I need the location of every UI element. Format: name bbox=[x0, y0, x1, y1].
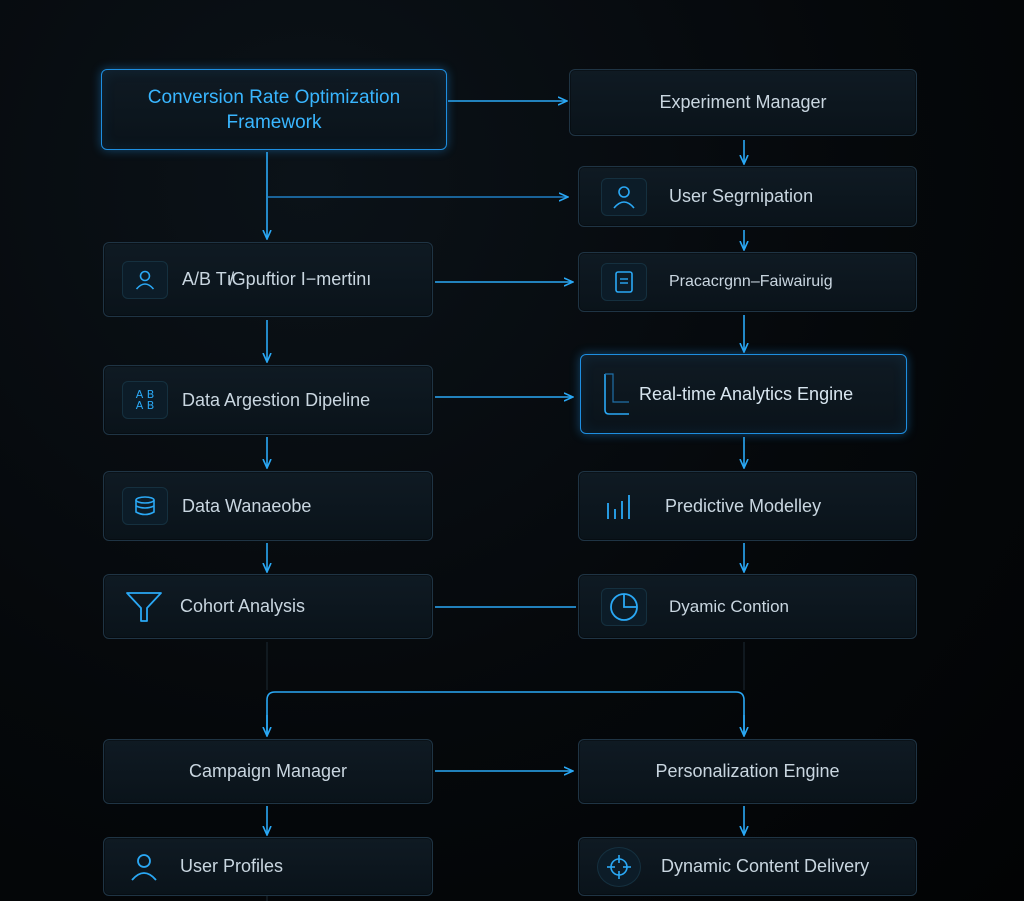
node-cohort-analysis[interactable]: Cohort Analysis bbox=[103, 574, 433, 639]
node-ab-testing-label: A/B Tı̸Gpuftior I−mertinı bbox=[182, 269, 372, 289]
node-data-warehouse[interactable]: Data Wanaeobe bbox=[103, 471, 433, 541]
node-realtime-analytics[interactable]: Real-time Analytics Engine bbox=[580, 354, 907, 434]
node-crof-framework[interactable]: Conversion Rate Optimization Framework bbox=[101, 69, 447, 150]
target-icon bbox=[597, 846, 641, 887]
node-data-warehouse-label: Data Wanaeobe bbox=[182, 495, 312, 516]
user-icon bbox=[122, 260, 168, 299]
ab-icon-top: A B bbox=[135, 388, 155, 401]
node-segmentation-label: User Segrnipation bbox=[669, 186, 814, 206]
node-experiment-manager[interactable]: Experiment Manager bbox=[569, 69, 917, 136]
document-icon bbox=[601, 263, 647, 301]
bar-chart-icon bbox=[597, 488, 641, 524]
node-user-profiles-label: User Profiles bbox=[180, 856, 284, 876]
person-icon bbox=[122, 849, 166, 885]
node-personalization-engine[interactable]: Personalization Engine bbox=[578, 739, 917, 804]
database-icon bbox=[122, 487, 168, 525]
node-user-profiles[interactable]: User Profiles bbox=[103, 837, 433, 896]
node-modelley-label: Predictive Modelley bbox=[665, 495, 822, 516]
node-data-ingestion-label: Data Argestion Dipeline bbox=[182, 389, 371, 410]
node-dynamic-contion[interactable]: Dyamic Contion bbox=[578, 574, 917, 639]
node-cohort-label: Cohort Analysis bbox=[180, 596, 306, 616]
ab-icon-bottom: A B bbox=[135, 399, 155, 412]
node-dynamic-contion-label: Dyamic Contion bbox=[669, 596, 789, 616]
node-campaign-label: Campaign Manager bbox=[188, 761, 348, 781]
node-realtime-label: Real-time Analytics Engine bbox=[639, 383, 854, 404]
bracket-connector bbox=[266, 691, 745, 733]
node-experiment-label: Experiment Manager bbox=[659, 92, 827, 112]
chart-frame-icon bbox=[595, 373, 635, 415]
node-predictive-engine[interactable]: Pracacrgnn–Faiwairuig bbox=[578, 252, 917, 312]
node-ab-testing[interactable]: A/B Tı̸Gpuftior I−mertinı bbox=[103, 242, 433, 317]
user-icon bbox=[601, 177, 647, 216]
node-dynamic-delivery-label: Dynamic Content Delivery bbox=[661, 856, 870, 876]
funnel-icon bbox=[122, 589, 166, 625]
node-campaign-manager[interactable]: Campaign Manager bbox=[103, 739, 433, 804]
pie-chart-icon bbox=[601, 587, 647, 626]
node-predictive-label: Pracacrgnn–Faiwairuig bbox=[669, 273, 833, 290]
node-dynamic-delivery[interactable]: Dynamic Content Delivery bbox=[578, 837, 917, 896]
node-crof-label: Conversion Rate Optimization Framework bbox=[147, 86, 401, 133]
node-predictive-modelley[interactable]: Predictive Modelley bbox=[578, 471, 917, 541]
node-personalization-label: Personalization Engine bbox=[655, 761, 840, 781]
node-user-segmentation[interactable]: User Segrnipation bbox=[578, 166, 917, 227]
